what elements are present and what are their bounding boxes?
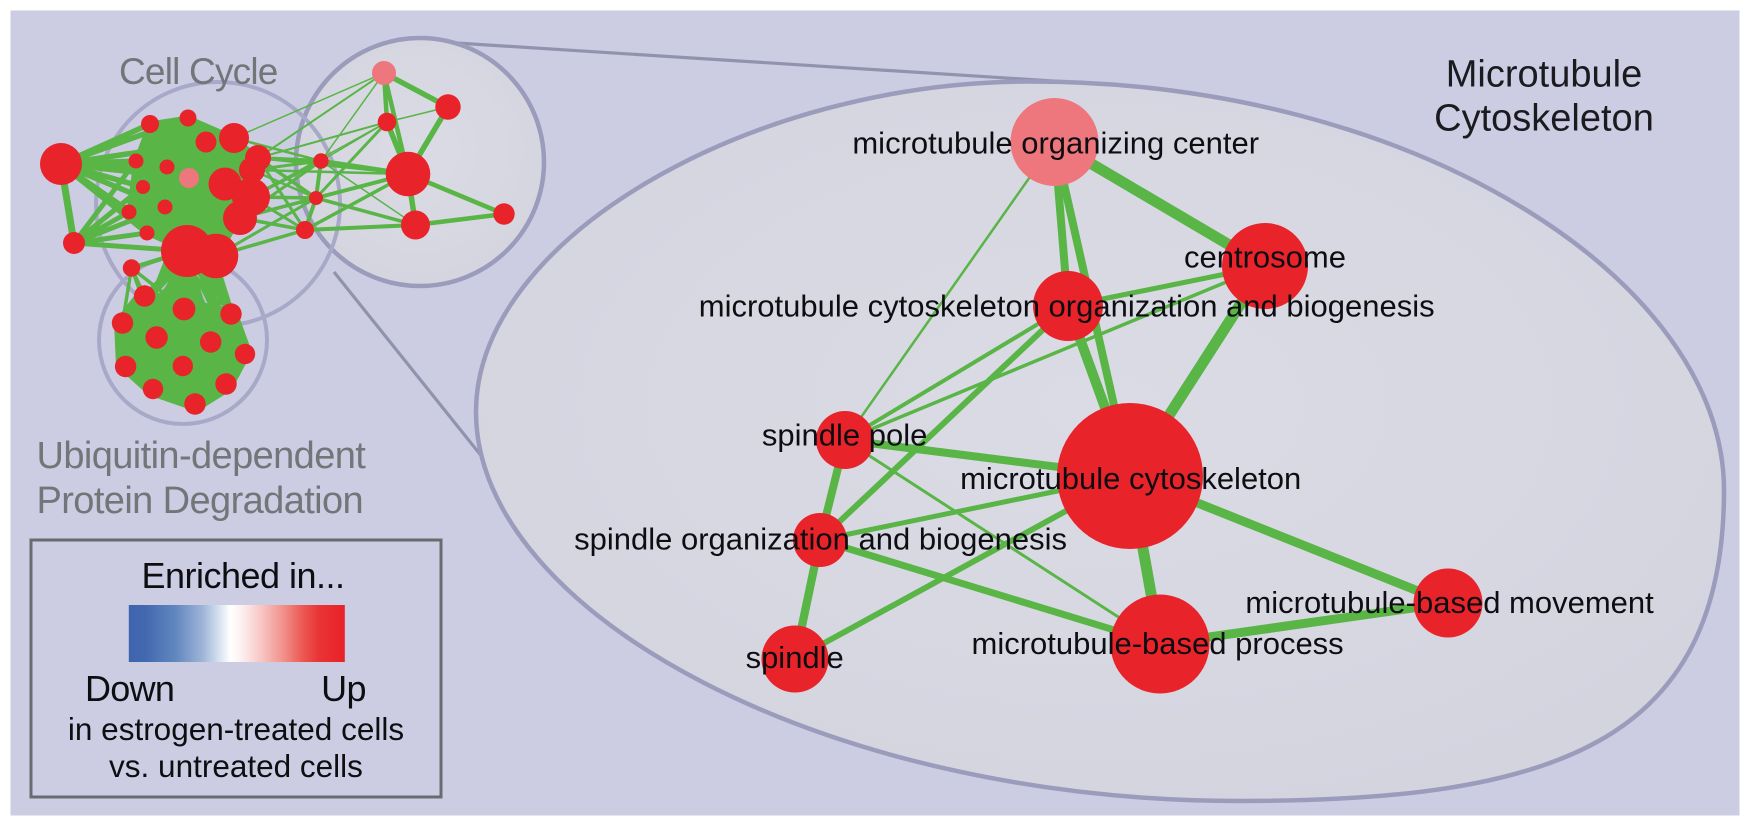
svg-text:spindle organization and bioge: spindle organization and biogenesis	[574, 521, 1067, 556]
svg-text:Protein Degradation: Protein Degradation	[37, 480, 364, 522]
svg-text:microtubule organizing center: microtubule organizing center	[852, 126, 1259, 161]
svg-text:microtubule-based movement: microtubule-based movement	[1245, 585, 1654, 620]
svg-text:microtubule cytoskeleton: microtubule cytoskeleton	[960, 461, 1301, 496]
svg-text:Cell Cycle: Cell Cycle	[119, 51, 278, 92]
svg-text:Ubiquitin-dependent: Ubiquitin-dependent	[37, 435, 367, 477]
svg-text:Down: Down	[85, 668, 174, 709]
svg-text:in estrogen-treated cells: in estrogen-treated cells	[68, 711, 404, 747]
svg-text:spindle: spindle	[746, 640, 844, 675]
svg-text:Cytoskeleton: Cytoskeleton	[1434, 98, 1654, 140]
svg-text:Up: Up	[321, 668, 366, 709]
svg-text:centrosome: centrosome	[1184, 240, 1346, 275]
svg-text:vs. untreated cells: vs. untreated cells	[109, 748, 363, 784]
svg-text:Microtubule: Microtubule	[1446, 54, 1642, 96]
svg-text:spindle pole: spindle pole	[762, 418, 927, 453]
svg-text:microtubule-based process: microtubule-based process	[972, 626, 1344, 661]
svg-text:Enriched in...: Enriched in...	[141, 555, 344, 596]
svg-text:microtubule cytoskeleton organ: microtubule cytoskeleton organization an…	[699, 288, 1435, 323]
